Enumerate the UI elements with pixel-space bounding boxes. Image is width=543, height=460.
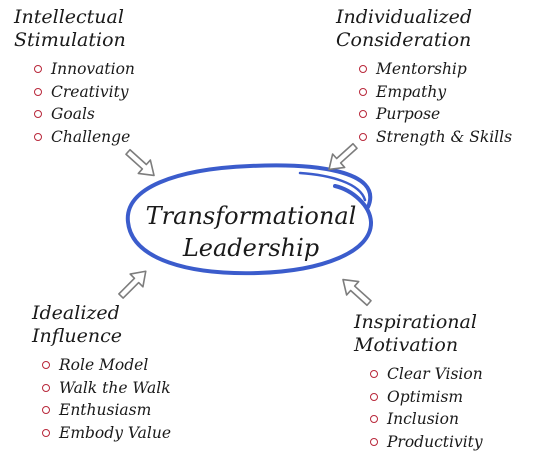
arrow-top-right-icon [328, 142, 358, 171]
list-item: Empathy [359, 81, 512, 104]
bullet-icon [359, 65, 367, 74]
list-item-label: Enthusiasm [59, 401, 152, 419]
list-item: Challenge [34, 126, 135, 149]
quadrant-title-line: Inspirational [354, 311, 477, 333]
bullet-icon [34, 65, 42, 74]
bullet-icon [370, 392, 378, 401]
quadrant-title-line: Intellectual [14, 6, 124, 28]
quadrant-intellectual-stimulation: Intellectual Stimulation Innovation Crea… [14, 6, 135, 148]
bullet-icon [359, 87, 367, 96]
quadrant-individualized-consideration: Individualized Consideration Mentorship … [336, 6, 512, 148]
list-item: Goals [34, 103, 135, 126]
quadrant-title-line: Idealized [32, 302, 120, 324]
list-item: Productivity [370, 431, 483, 454]
bullet-icon [42, 383, 50, 392]
center-label-line1: Transformational [145, 202, 357, 230]
arrow-bottom-right-icon [342, 278, 372, 307]
list-item: Optimism [370, 386, 483, 409]
list-item-label: Clear Vision [387, 365, 483, 383]
quadrant-title-line: Stimulation [14, 29, 126, 51]
center-label: Transformational Leadership [133, 200, 369, 264]
list-item-label: Purpose [376, 105, 441, 123]
quadrant-title-line: Individualized [336, 6, 473, 28]
bullet-icon [42, 361, 50, 370]
quadrant-idealized-influence: Idealized Influence Role Model Walk the … [32, 302, 171, 444]
list-item-label: Mentorship [376, 60, 467, 78]
list-item: Innovation [34, 58, 135, 81]
quadrant-title-line: Consideration [336, 29, 472, 51]
list-item: Purpose [359, 103, 512, 126]
list-item-label: Optimism [387, 387, 464, 406]
arrow-top-left-icon [125, 148, 155, 177]
list-item: Embody Value [42, 422, 171, 445]
item-list: Role Model Walk the Walk Enthusiasm Embo… [42, 354, 171, 444]
list-item: Walk the Walk [42, 377, 171, 400]
bullet-icon [359, 110, 367, 119]
list-item-label: Goals [51, 105, 95, 123]
quadrant-title-line: Influence [32, 325, 123, 347]
list-item-label: Empathy [376, 82, 447, 101]
bullet-icon [370, 370, 378, 379]
list-item: Strength & Skills [359, 126, 512, 149]
list-item-label: Inclusion [387, 410, 459, 428]
quadrant-title: Intellectual Stimulation [14, 6, 135, 52]
list-item-label: Challenge [51, 127, 131, 146]
item-list: Innovation Creativity Goals Challenge [34, 58, 135, 148]
list-item: Role Model [42, 354, 171, 377]
list-item: Enthusiasm [42, 399, 171, 422]
quadrant-title-line: Motivation [354, 334, 459, 356]
list-item-label: Role Model [59, 356, 149, 374]
list-item-label: Innovation [51, 60, 135, 78]
quadrant-title: Inspirational Motivation [354, 311, 483, 357]
item-list: Clear Vision Optimism Inclusion Producti… [370, 363, 483, 453]
bullet-icon [42, 428, 50, 437]
list-item: Clear Vision [370, 363, 483, 386]
bullet-icon [42, 406, 50, 415]
center-ellipse [125, 163, 374, 276]
bullet-icon [359, 132, 367, 141]
list-item-label: Embody Value [59, 423, 171, 442]
bullet-icon [370, 437, 378, 446]
bullet-icon [34, 87, 42, 96]
center-label-line2: Leadership [182, 234, 320, 262]
bullet-icon [34, 132, 42, 141]
bullet-icon [34, 110, 42, 119]
list-item: Inclusion [370, 408, 483, 431]
list-item: Creativity [34, 81, 135, 104]
list-item: Mentorship [359, 58, 512, 81]
list-item-label: Productivity [387, 432, 483, 451]
quadrant-title: Individualized Consideration [336, 6, 512, 52]
quadrant-inspirational-motivation: Inspirational Motivation Clear Vision Op… [354, 311, 483, 453]
quadrant-title: Idealized Influence [32, 302, 171, 348]
arrow-bottom-left-icon [118, 270, 147, 299]
list-item-label: Creativity [51, 82, 129, 101]
list-item-label: Walk the Walk [59, 378, 171, 397]
bullet-icon [370, 415, 378, 424]
list-item-label: Strength & Skills [376, 127, 513, 146]
item-list: Mentorship Empathy Purpose Strength & Sk… [359, 58, 512, 148]
